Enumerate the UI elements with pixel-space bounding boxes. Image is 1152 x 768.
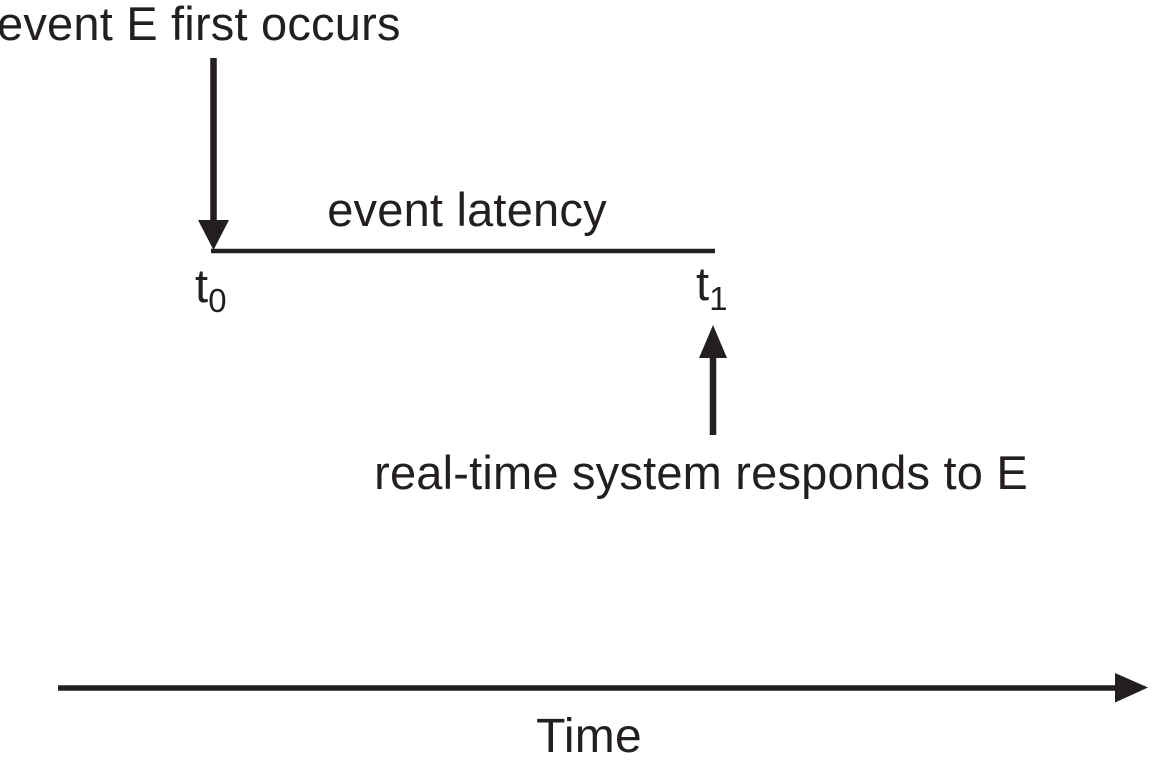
- event-latency-label: event latency: [327, 183, 607, 236]
- t1-label: t1: [696, 257, 728, 315]
- response-arrow: [699, 325, 727, 435]
- t0-subscript: 0: [208, 281, 227, 319]
- time-axis-label: Time: [536, 710, 642, 763]
- t0-base: t: [195, 259, 209, 312]
- event-occurs-arrow: [198, 58, 229, 250]
- time-axis-arrow: [58, 673, 1148, 703]
- t1-subscript: 1: [709, 279, 728, 317]
- t1-base: t: [696, 257, 710, 310]
- event-occurs-label: event E first occurs: [0, 0, 401, 50]
- response-label: real-time system responds to E: [374, 446, 1028, 499]
- t0-label: t0: [195, 259, 227, 317]
